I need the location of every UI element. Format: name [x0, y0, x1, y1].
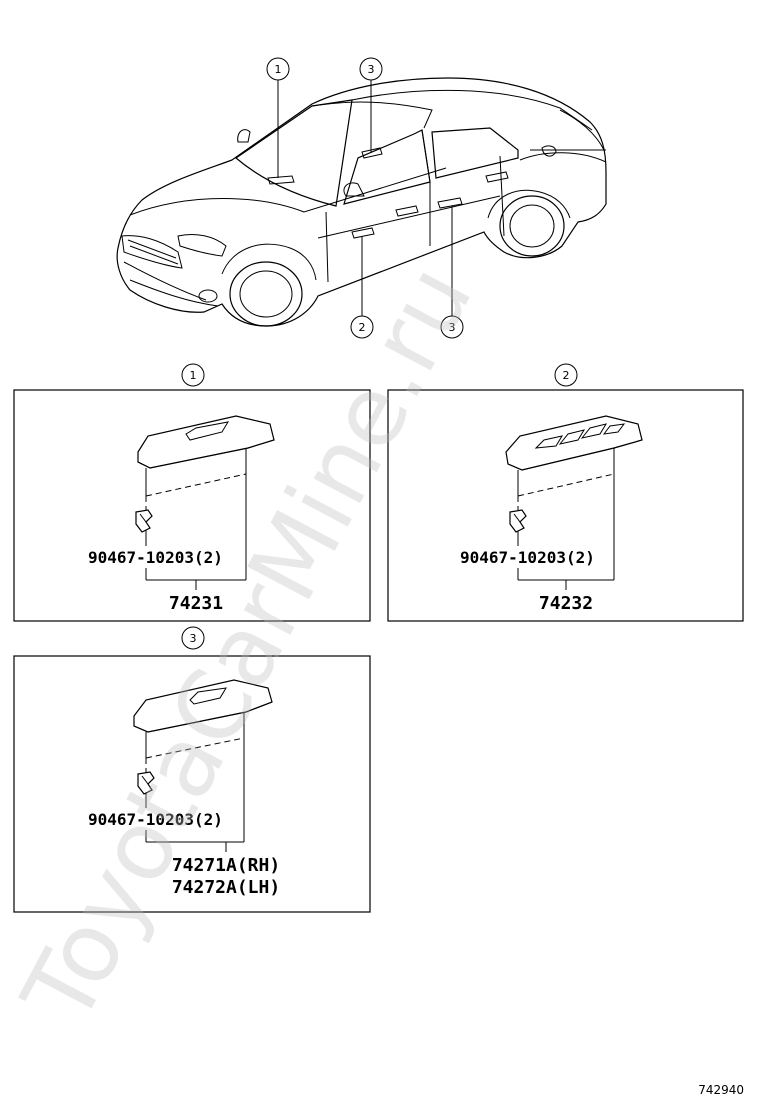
svg-text:3: 3 [368, 63, 375, 76]
panel-3-label: 3 [181, 626, 205, 650]
panel-2-box [387, 389, 744, 622]
panel-2-clip [509, 509, 527, 533]
panel-3-clip [137, 771, 155, 795]
svg-text:2: 2 [359, 321, 366, 334]
panel-1-clip-part-number: 90467-10203(2) [88, 548, 223, 567]
svg-text:1: 1 [190, 369, 197, 382]
panel-3-part-number-lh: 74272A(LH) [172, 877, 280, 898]
panel-2-label: 2 [554, 363, 578, 387]
svg-text:1: 1 [275, 63, 282, 76]
panel-3-leader [145, 737, 245, 852]
panel-1-clip [135, 509, 153, 533]
callout-3-bottom: 3 [440, 206, 464, 339]
callout-3-top: 3 [359, 57, 383, 152]
panel-1-part-number: 74231 [169, 593, 223, 614]
watermark: ToyotaCarMine.ru [1, 248, 494, 1042]
panel-3-switch-base [133, 679, 273, 758]
panel-2-clip-part-number: 90467-10203(2) [460, 548, 595, 567]
panel-1-switch-base [137, 415, 275, 496]
callout-1-top: 1 [266, 57, 290, 178]
panel-2-switch-base [505, 415, 643, 496]
panel-1-leader [145, 473, 247, 590]
callout-2-bottom: 2 [350, 236, 374, 339]
panel-2-leader [517, 473, 615, 590]
car-illustration [116, 77, 607, 327]
svg-text:2: 2 [563, 369, 570, 382]
svg-text:3: 3 [190, 632, 197, 645]
panel-3-clip-part-number: 90467-10203(2) [88, 810, 223, 829]
panel-1-label: 1 [181, 363, 205, 387]
panel-3-box [13, 655, 371, 913]
panel-3-part-number-rh: 74271A(RH) [172, 855, 280, 876]
svg-text:3: 3 [449, 321, 456, 334]
panel-2-part-number: 74232 [539, 593, 593, 614]
panel-1-box [13, 389, 371, 622]
figure-id: 742940 [698, 1083, 744, 1097]
